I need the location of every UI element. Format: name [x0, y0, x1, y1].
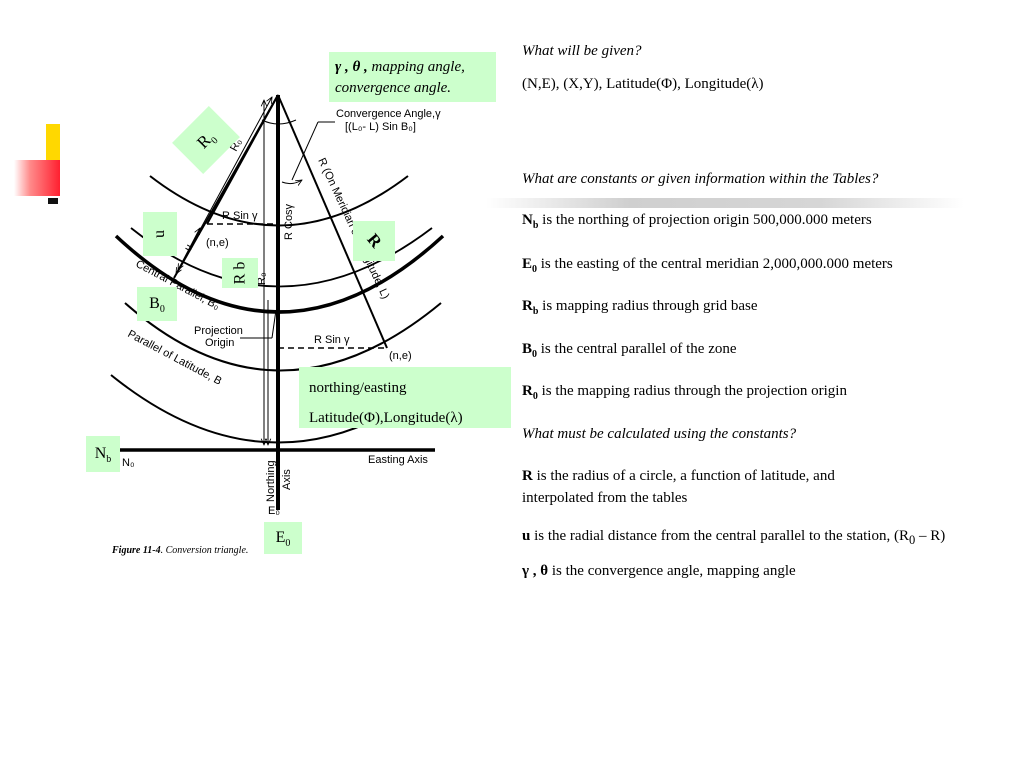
figure-caption: Figure 11-4. Conversion triangle.: [111, 545, 248, 556]
note-gamma-theta: γ , θ is the convergence angle, mapping …: [522, 563, 796, 579]
note-rb: Rb is mapping radius through grid base: [522, 298, 758, 317]
r-sin-gamma-upper-label: R Sin γ: [222, 210, 258, 222]
u-figure-label: u: [182, 242, 195, 253]
rb-callout: R b: [222, 258, 258, 288]
parallel-arc-3: [124, 302, 442, 372]
note-b0: B0 is the central parallel of the zone: [522, 341, 737, 360]
r-callout: R: [353, 221, 395, 261]
convergence-arc-low: [281, 180, 302, 184]
e0-callout: E0: [264, 522, 302, 554]
decorative-bar-dark: [48, 198, 58, 204]
question-constants: What are constants or given information …: [522, 171, 879, 187]
u-callout: u: [143, 212, 177, 256]
nb-callout-sub: b: [106, 454, 112, 466]
note-r0: R0 is the mapping radius through the pro…: [522, 383, 847, 402]
convergence-angle-text: convergence angle.: [335, 80, 452, 96]
question-calculated: What must be calculated using the consta…: [522, 426, 797, 442]
ne-lower-label: (n,e): [389, 350, 412, 362]
easting-axis-label: Easting Axis: [368, 454, 428, 466]
r-cos-gamma-label: R Cosγ: [283, 203, 295, 240]
b0-callout: B0: [137, 287, 177, 321]
axis-label: Axis: [281, 469, 293, 490]
rb-callout-symbol: R b: [230, 261, 248, 285]
rb-figure-label: R₀: [256, 272, 268, 285]
projection-origin-leader-2: [271, 309, 277, 339]
note-nb: Nb is the northing of projection origin …: [522, 212, 872, 231]
b0-callout-sub: 0: [159, 304, 165, 316]
gradient-rule: [486, 198, 964, 208]
e0-callout-sub: 0: [285, 538, 291, 550]
e0-callout-symbol: E: [275, 529, 286, 546]
nb-figure-label: N₀: [122, 457, 135, 469]
origin-label: Origin: [205, 337, 234, 349]
convergence-formula-label: [(L₀- L) Sin B₀]: [345, 121, 416, 133]
projection-label: Projection: [194, 325, 243, 337]
e0-figure-label: E₀: [268, 505, 280, 517]
b0-callout-symbol: B: [149, 295, 160, 312]
nb-callout-symbol: N: [94, 445, 107, 462]
gamma-theta-callout: γ , θ , mapping angle, convergence angle…: [329, 52, 496, 102]
ne-upper-label: (n,e): [206, 237, 229, 249]
r-sin-gamma-lower-label: R Sin γ: [314, 334, 350, 346]
nb-callout: Nb: [86, 436, 120, 472]
r-callout-symbol: R: [363, 229, 386, 252]
lat-long-text: Latitude(Φ),Longitude(λ): [309, 410, 463, 426]
mapping-angle-text: mapping angle,: [367, 59, 465, 75]
gamma-theta-symbols: γ , θ ,: [335, 59, 368, 75]
convergence-angle-label: Convergence Angle,γ: [336, 108, 441, 120]
note-u: u is the radial distance from the centra…: [522, 528, 946, 547]
given-values: (N,E), (X,Y), Latitude(Φ), Longitude(λ): [522, 76, 764, 92]
u-callout-symbol: u: [151, 230, 168, 238]
note-e0: E0 is the easting of the central meridia…: [522, 256, 893, 275]
convergence-leader: [291, 121, 319, 181]
note-r: R is the radius of a circle, a function …: [522, 468, 835, 506]
northing-label: Northing: [265, 460, 277, 502]
northing-easting-text: northing/easting: [309, 380, 407, 396]
convergence-angle-arc: [261, 119, 297, 125]
northing-easting-callout: northing/easting Latitude(Φ),Longitude(λ…: [299, 367, 511, 428]
u-dimension-arrow: [178, 228, 200, 270]
r-meridian-line: [277, 94, 388, 349]
question-given: What will be given?: [522, 43, 642, 59]
decorative-bar-red: [14, 160, 60, 196]
